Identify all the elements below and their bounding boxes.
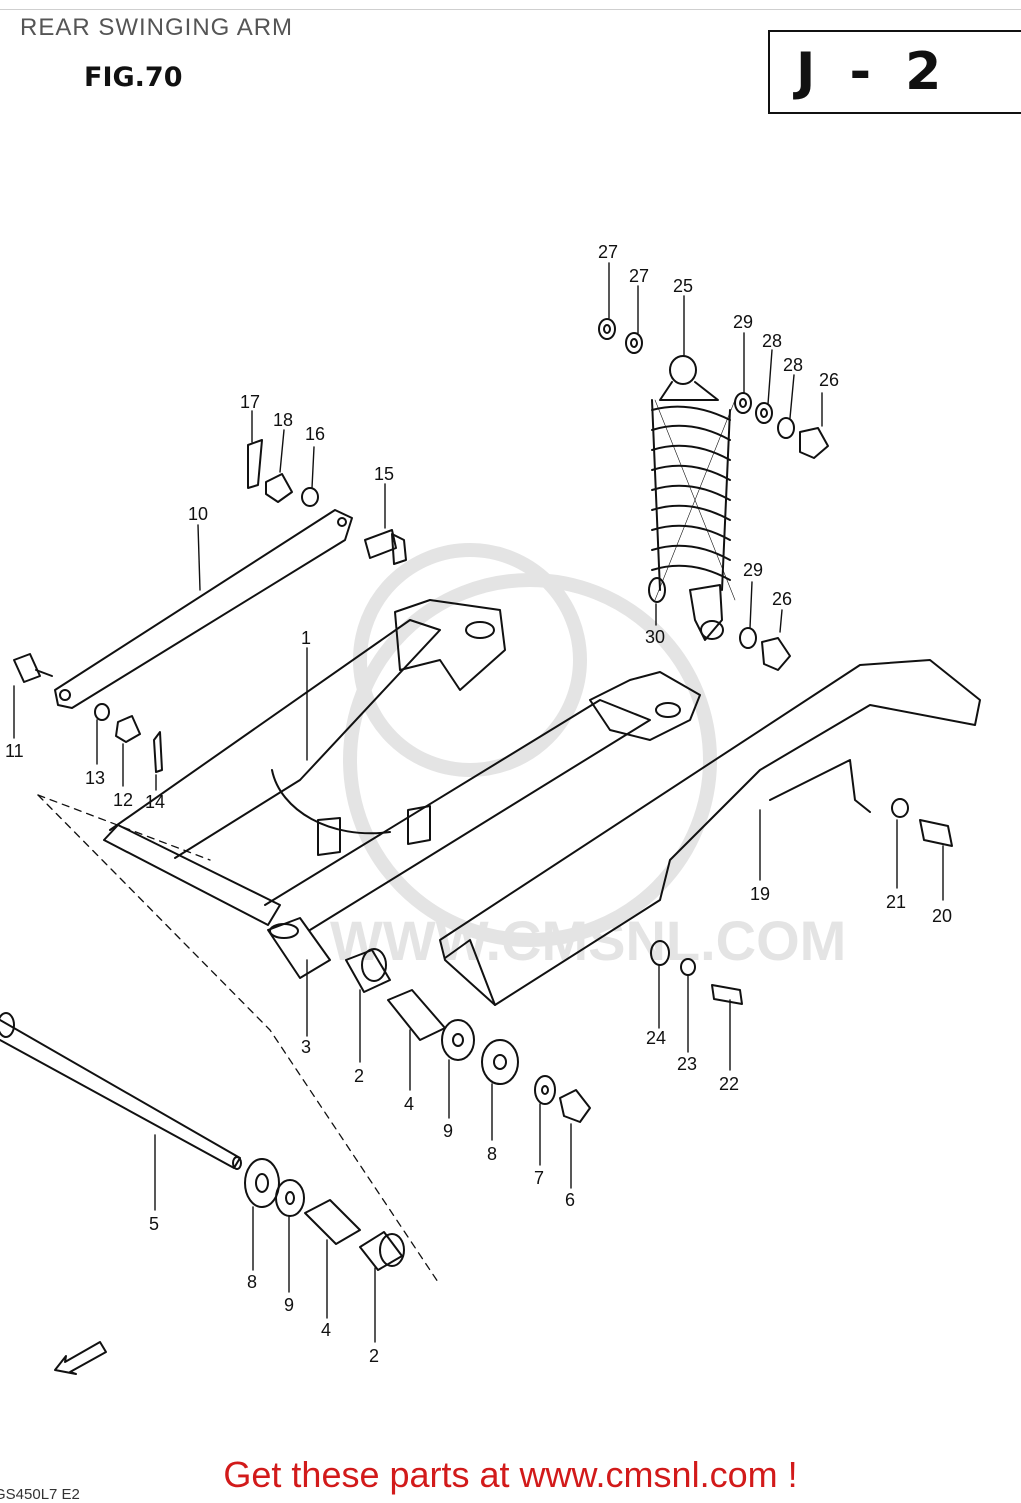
rear-shock-absorber: [651, 355, 736, 641]
page-title: REAR SWINGING ARM: [20, 14, 294, 41]
leader-lines: [13, 262, 944, 1343]
callout-7: 7: [534, 1168, 544, 1188]
callout-27-left: 27: [598, 242, 618, 262]
callout-28-lower: 28: [783, 355, 803, 375]
callout-10: 10: [188, 504, 208, 524]
callout-22: 22: [719, 1074, 739, 1094]
figure-label: FIG.70: [84, 62, 183, 93]
callout-9-lower: 9: [284, 1295, 294, 1315]
forward-arrow-icon: [54, 1341, 107, 1375]
callout-12: 12: [113, 790, 133, 810]
callout-26-upper: 26: [819, 370, 839, 390]
callout-2-upper: 2: [354, 1066, 364, 1086]
callout-14: 14: [145, 792, 165, 812]
callout-11: 11: [5, 741, 24, 761]
callout-17: 17: [240, 392, 260, 412]
callout-13: 13: [85, 768, 105, 788]
watermark-text: WWW.CMSNL.COM: [330, 909, 846, 972]
callout-16: 16: [305, 424, 325, 444]
callout-4-lower: 4: [321, 1320, 331, 1340]
callout-23: 23: [677, 1054, 697, 1074]
chain-case: [439, 659, 981, 1006]
section-code-box: J - 2: [768, 30, 1021, 114]
swinging-arm: [103, 599, 701, 979]
callout-9-upper: 9: [443, 1121, 453, 1141]
callout-2-lower: 2: [369, 1346, 379, 1366]
callout-labels: 1 2 2 3 4 4 5 6 7 8 8 9 9 10 11 12 13 14…: [5, 242, 952, 1366]
callout-30: 30: [645, 627, 665, 647]
callout-28-upper: 28: [762, 331, 782, 351]
callout-6: 6: [565, 1190, 575, 1210]
watermark: WWW.CMSNL.COM: [330, 543, 846, 972]
callout-4-upper: 4: [404, 1094, 414, 1114]
callout-3: 3: [301, 1037, 311, 1057]
callout-8-upper: 8: [487, 1144, 497, 1164]
torque-link: [13, 509, 353, 709]
callout-29-lower: 29: [743, 560, 763, 580]
callout-19: 19: [750, 884, 770, 904]
hardware: [94, 318, 953, 1271]
callout-15: 15: [374, 464, 394, 484]
callout-18: 18: [273, 410, 293, 430]
top-divider: [0, 9, 1021, 10]
pivot-shaft: [0, 1012, 242, 1170]
model-code: GS450L7 E2: [0, 1486, 80, 1503]
callout-27-right: 27: [629, 266, 649, 286]
guide-line-left: [37, 794, 441, 1286]
callout-24: 24: [646, 1028, 666, 1048]
callout-20: 20: [932, 906, 952, 926]
callout-29-upper: 29: [733, 312, 753, 332]
promo-link[interactable]: Get these parts at www.cmsnl.com !: [223, 1454, 798, 1495]
callout-5: 5: [149, 1214, 159, 1234]
callout-26-lower: 26: [772, 589, 792, 609]
callout-21: 21: [886, 892, 906, 912]
callout-8-lower: 8: [247, 1272, 257, 1292]
callout-1: 1: [301, 628, 311, 648]
callout-25: 25: [673, 276, 693, 296]
